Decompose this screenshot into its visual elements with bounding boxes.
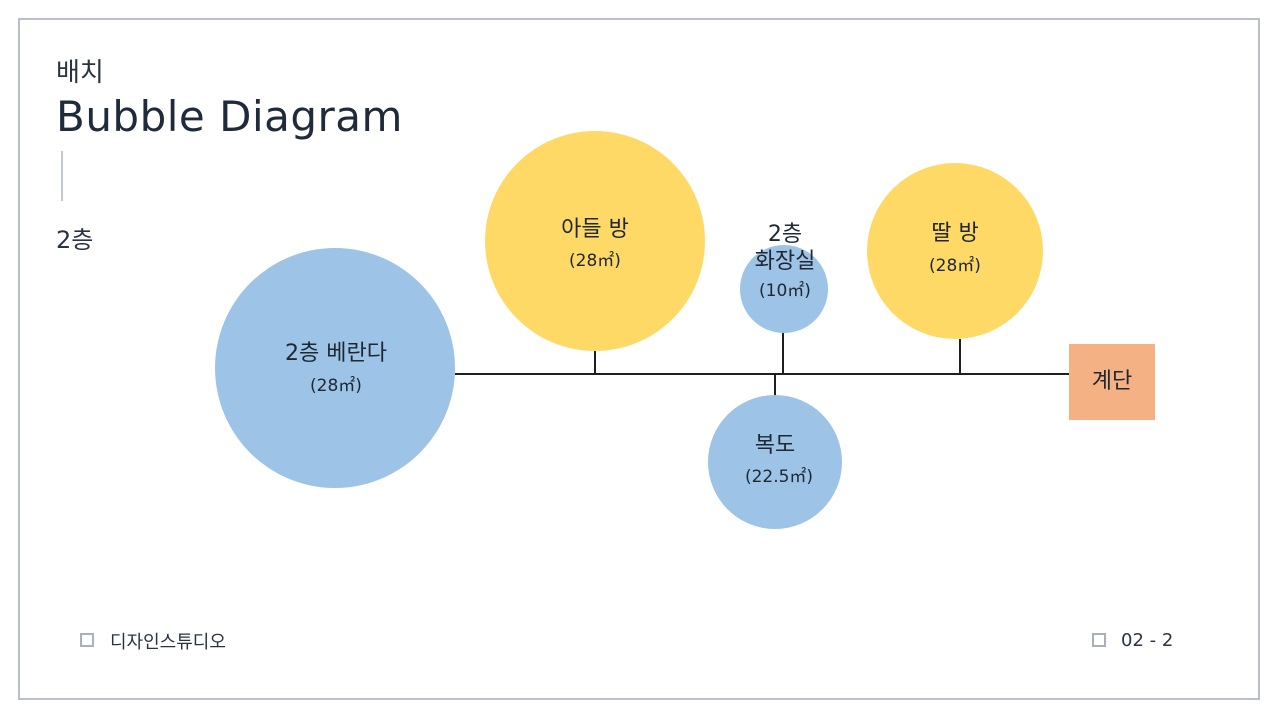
son-room-name: 아들 방 xyxy=(561,217,629,242)
node-son-room: 아들 방 (28㎡) xyxy=(485,131,705,351)
title-divider xyxy=(61,151,63,201)
son-room-area: (28㎡) xyxy=(569,251,621,271)
bathroom-name-line2: 화장실 xyxy=(755,249,816,274)
footer-bullet-icon-right xyxy=(1092,633,1106,647)
hallway-bubble xyxy=(708,395,842,529)
node-veranda: 2층 베란다 (28㎡) xyxy=(215,248,455,488)
daughter-room-name: 딸 방 xyxy=(931,221,978,246)
section-subtitle: 배치 xyxy=(56,58,104,88)
node-stairs: 계단 xyxy=(1069,344,1155,420)
son-room-bubble xyxy=(485,131,705,351)
veranda-bubble xyxy=(215,248,455,488)
bathroom-name-line1: 2층 xyxy=(768,222,802,247)
floor-label: 2층 xyxy=(56,226,94,254)
daughter-room-area: (28㎡) xyxy=(929,256,981,276)
hallway-name: 복도 xyxy=(755,433,795,458)
page-title: Bubble Diagram xyxy=(56,92,403,141)
node-daughter-room: 딸 방 (28㎡) xyxy=(867,163,1043,339)
stairs-name: 계단 xyxy=(1092,369,1132,394)
stairs-box xyxy=(1069,344,1155,420)
bathroom-bubble xyxy=(740,245,828,333)
daughter-room-bubble xyxy=(867,163,1043,339)
bathroom-area: (10㎡) xyxy=(759,281,811,301)
veranda-area: (28㎡) xyxy=(310,376,362,396)
footer-studio-name: 디자인스튜디오 xyxy=(110,632,226,653)
footer-page-number: 02 - 2 xyxy=(1121,630,1174,651)
veranda-name: 2층 베란다 xyxy=(285,341,387,366)
node-bathroom: 2층 화장실 (10㎡) xyxy=(740,222,828,333)
footer-bullet-icon-left xyxy=(80,633,94,647)
node-hallway: 복도 (22.5㎡) xyxy=(708,395,842,529)
hallway-area: (22.5㎡) xyxy=(745,467,813,487)
